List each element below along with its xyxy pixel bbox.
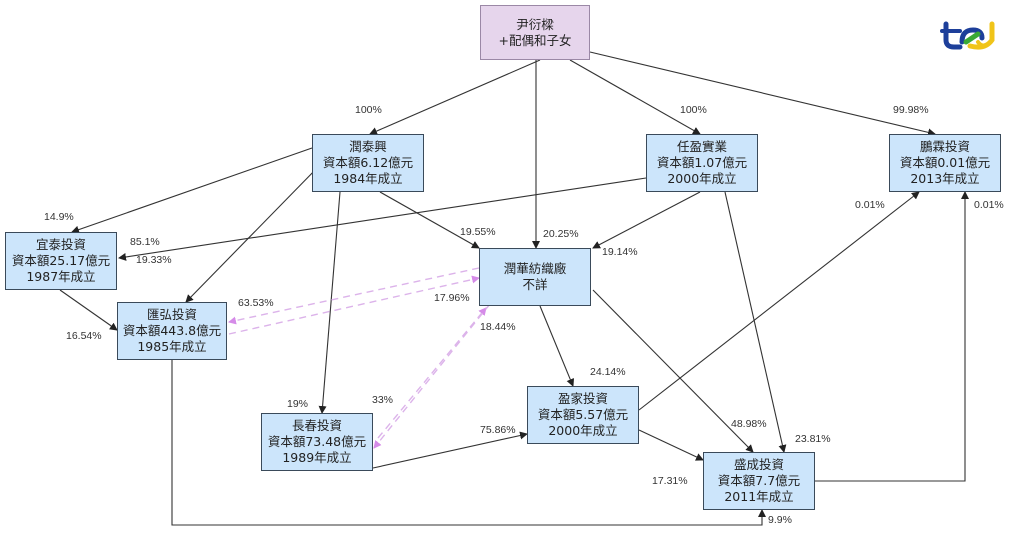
node-founded: 1987年成立 bbox=[26, 269, 96, 284]
edge-percent-label: 9.9% bbox=[768, 514, 792, 526]
edge-renying-to-runhua bbox=[592, 191, 701, 249]
edge-huihong-to-shengcheng bbox=[171, 360, 766, 526]
node-founded: 1984年成立 bbox=[333, 171, 403, 186]
edge-percent-label: 19.33% bbox=[136, 254, 172, 266]
node-founded: 1989年成立 bbox=[282, 450, 352, 465]
node-name: 盈家投資 bbox=[557, 391, 608, 406]
node-name: 潤華紡織廠 bbox=[503, 261, 567, 276]
node-name: 任盈實業 bbox=[676, 139, 727, 154]
edge-runtaixing-to-huihong bbox=[185, 164, 321, 303]
brand-logo-icon bbox=[940, 21, 995, 50]
node-founded: 1985年成立 bbox=[137, 339, 207, 354]
node-founded: 2000年成立 bbox=[548, 423, 618, 438]
edge-huihong-to-runhua bbox=[228, 275, 480, 335]
edge-root-to-renying bbox=[569, 59, 701, 135]
node-capital: 資本額6.12億元 bbox=[322, 155, 414, 170]
edge-yingjia-to-shengcheng bbox=[638, 429, 704, 461]
edge-percent-label: 23.81% bbox=[795, 433, 831, 445]
edge-percent-label: 16.54% bbox=[66, 330, 102, 342]
node-capital: 資本額5.57億元 bbox=[537, 407, 629, 422]
edge-percent-label: 0.01% bbox=[974, 199, 1004, 211]
edge-percent-label: 100% bbox=[680, 104, 707, 116]
edge-percent-label: 33% bbox=[372, 394, 394, 406]
edge-runhua-to-yingjia bbox=[539, 305, 575, 387]
edge-runhua-to-changchun bbox=[373, 303, 491, 449]
edge-runtaixing-to-runhua bbox=[379, 191, 480, 249]
node-name: 尹衍樑 bbox=[516, 16, 554, 32]
node-capital: 資本額7.7億元 bbox=[717, 473, 801, 488]
edge-percent-label: 63.53% bbox=[238, 297, 274, 309]
edge-percent-label: 19.14% bbox=[602, 246, 638, 258]
node-name: 盛成投資 bbox=[733, 457, 784, 472]
edge-yitai-to-huihong bbox=[59, 289, 118, 331]
node-name: 宜泰投資 bbox=[35, 237, 86, 252]
edge-root-to-pengling bbox=[589, 51, 936, 137]
edge-renying-to-shengcheng bbox=[724, 191, 787, 453]
edge-percent-label: 19.55% bbox=[460, 226, 496, 238]
node-capital: 資本額1.07億元 bbox=[656, 155, 748, 170]
edge-changchun-to-yingjia bbox=[372, 431, 528, 469]
edge-percent-label: 20.25% bbox=[543, 228, 579, 240]
edge-percent-label: 14.9% bbox=[44, 211, 74, 223]
edge-yingjia-to-pengling bbox=[638, 191, 920, 411]
edge-percent-label: 24.14% bbox=[590, 366, 626, 378]
node-name: 鵬霖投資 bbox=[919, 139, 970, 154]
edge-percent-label: 48.98% bbox=[731, 418, 767, 430]
edge-runtaixing-to-changchun bbox=[318, 191, 341, 414]
edge-percent-label: 18.44% bbox=[480, 321, 516, 333]
node-capital: 資本額73.48億元 bbox=[267, 434, 367, 449]
node-founded: 2011年成立 bbox=[724, 489, 794, 504]
edge-percent-label: 99.98% bbox=[893, 104, 929, 116]
edge-percent-label: 17.96% bbox=[434, 292, 470, 304]
node-runhua: 潤華紡織廠不詳 bbox=[479, 248, 591, 306]
node-name: 匯弘投資 bbox=[146, 307, 197, 322]
edge-runhua-to-shengcheng bbox=[592, 289, 754, 453]
node-founded: 2000年成立 bbox=[667, 171, 737, 186]
edge-percent-label: 85.1% bbox=[130, 236, 160, 248]
edge-percent-label: 19% bbox=[287, 398, 309, 410]
edge-root-to-runtaixing bbox=[369, 59, 541, 135]
edge-percent-label: 0.01% bbox=[855, 199, 885, 211]
edge-percent-label: 75.86% bbox=[480, 424, 516, 436]
node-capital: 不詳 bbox=[522, 277, 548, 292]
node-name: 長春投資 bbox=[291, 418, 342, 433]
node-capital: 資本額443.8億元 bbox=[122, 323, 222, 338]
node-name: 潤泰興 bbox=[349, 139, 387, 154]
node-founded: 2013年成立 bbox=[910, 171, 980, 186]
edge-runtaixing-to-yitai bbox=[71, 147, 313, 234]
edge-shengcheng-to-pengling bbox=[815, 191, 969, 482]
node-root: 尹衍樑+配偶和子女 bbox=[480, 5, 590, 60]
edge-renying-to-yitai bbox=[118, 177, 647, 261]
node-capital: 資本額0.01億元 bbox=[899, 155, 991, 170]
edge-changchun-to-runhua bbox=[377, 307, 487, 439]
edge-runhua-to-huihong bbox=[228, 267, 480, 325]
node-capital: 資本額25.17億元 bbox=[11, 253, 111, 268]
node-capital: +配偶和子女 bbox=[498, 32, 572, 48]
edge-percent-label: 100% bbox=[355, 104, 382, 116]
edge-percent-label: 17.31% bbox=[652, 475, 688, 487]
